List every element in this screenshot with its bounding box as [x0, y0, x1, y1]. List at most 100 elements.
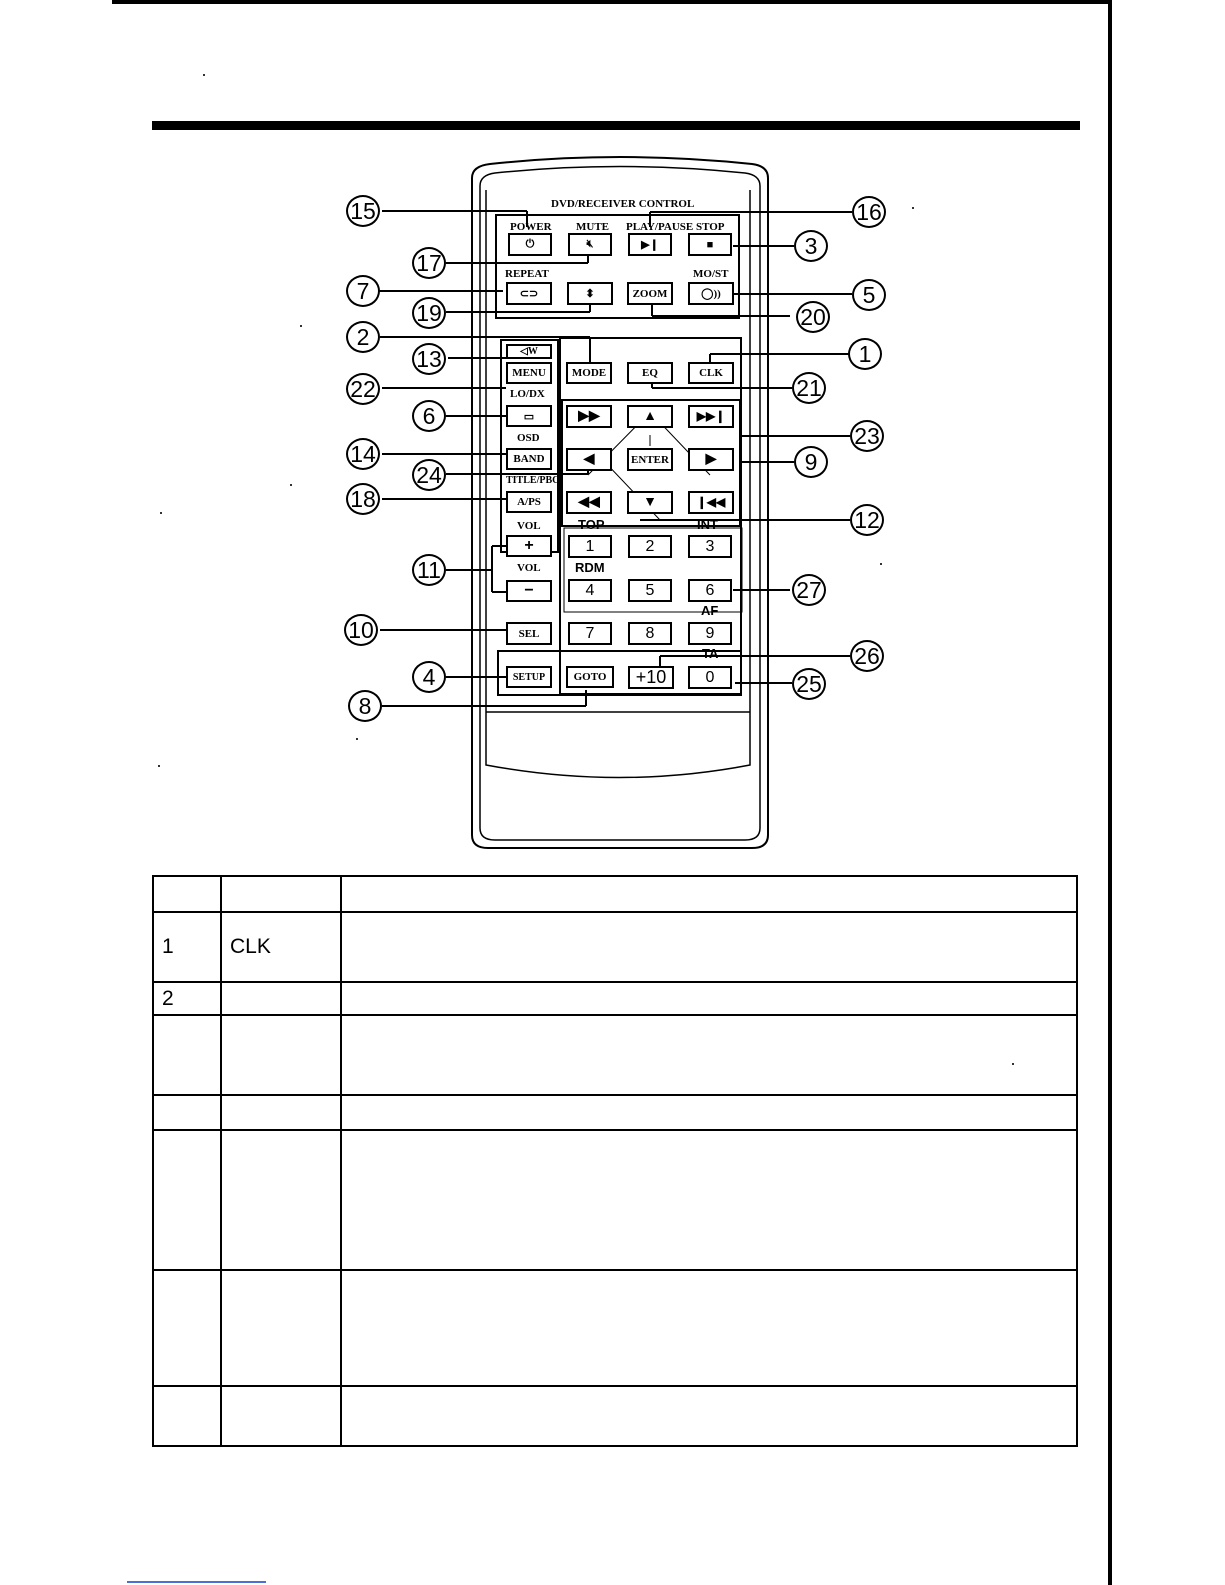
- number-4-button[interactable]: 4: [568, 579, 612, 602]
- table-cell-num: [152, 875, 222, 913]
- remote-header: DVD/RECEIVER CONTROL: [551, 198, 695, 210]
- clk-button[interactable]: CLK: [688, 362, 734, 384]
- callout-16: 16: [852, 196, 886, 228]
- repeat-button[interactable]: ⊂⊃: [506, 282, 552, 305]
- down-button[interactable]: ▼: [627, 491, 673, 514]
- mode-button[interactable]: MODE: [566, 362, 612, 384]
- number-7-button[interactable]: 7: [568, 622, 612, 645]
- volume-up-button[interactable]: +: [506, 535, 552, 557]
- table-cell-num: [152, 1269, 222, 1387]
- rdm-label: RDM: [575, 560, 605, 575]
- next-track-button[interactable]: ▶▶❙: [688, 405, 734, 428]
- int-label: INT: [697, 517, 718, 532]
- number-5-button[interactable]: 5: [628, 579, 672, 602]
- fast-forward-button[interactable]: ▶▶: [566, 405, 612, 428]
- callout-6: 6: [412, 400, 446, 432]
- table-cell-desc: [340, 1014, 1078, 1096]
- subtitle-icon: ▭: [523, 410, 535, 423]
- audio-button[interactable]: ◁W: [506, 344, 552, 359]
- stop-icon: ■: [706, 238, 714, 251]
- number-0-button[interactable]: 0: [688, 666, 732, 689]
- table-cell-name: [220, 1269, 342, 1387]
- callout-19: 19: [412, 297, 446, 329]
- table-cell-desc: [340, 1094, 1078, 1131]
- right-button[interactable]: ▶: [688, 448, 734, 471]
- table-header-row: [152, 875, 1078, 913]
- enter-button[interactable]: ENTER: [627, 448, 673, 471]
- play-pause-label: PLAY/PAUSE: [626, 221, 694, 233]
- mute-button[interactable]: 🔇︎: [568, 233, 612, 256]
- power-icon: ⏻: [525, 238, 535, 250]
- table-row: [152, 1129, 1078, 1271]
- callout-13: 13: [412, 343, 446, 375]
- mo-st-button[interactable]: ◯)): [688, 282, 734, 305]
- table-row: [152, 1094, 1078, 1131]
- previous-track-button[interactable]: ❙◀◀: [688, 491, 734, 514]
- goto-button[interactable]: GOTO: [566, 666, 614, 688]
- callout-1: 1: [848, 338, 882, 370]
- volume-down-button[interactable]: −: [506, 580, 552, 602]
- callout-10: 10: [344, 614, 378, 646]
- table-row: [152, 1014, 1078, 1096]
- callout-8: 8: [348, 690, 382, 722]
- up-button[interactable]: ▲: [627, 405, 673, 428]
- table-cell-desc: [340, 981, 1078, 1016]
- number-8-button[interactable]: 8: [628, 622, 672, 645]
- table-row: [152, 1269, 1078, 1387]
- callout-23: 23: [850, 420, 884, 452]
- osd-label: OSD: [517, 432, 540, 444]
- band-button[interactable]: BAND: [506, 448, 552, 470]
- sel-button[interactable]: SEL: [506, 622, 552, 645]
- setup-button[interactable]: SETUP: [506, 666, 552, 688]
- eq-button[interactable]: EQ: [627, 362, 673, 384]
- number-9-button[interactable]: 9: [688, 622, 732, 645]
- subtitle-button[interactable]: ▭: [506, 405, 552, 427]
- table-cell-num: 2: [152, 981, 222, 1016]
- callout-11: 11: [412, 554, 446, 586]
- rewind-button[interactable]: ◀◀: [566, 491, 612, 514]
- mo-st-label: MO/ST: [693, 268, 729, 280]
- table-cell-desc: [340, 1269, 1078, 1387]
- remote-outline-graphic: [378, 156, 852, 849]
- ta-label: TA: [702, 646, 719, 661]
- callout-22: 22: [346, 373, 380, 405]
- aps-button[interactable]: A/PS: [506, 491, 552, 513]
- menu-button[interactable]: MENU: [506, 362, 552, 384]
- up-arrow-icon: ▲: [643, 408, 657, 424]
- callout-21: 21: [792, 372, 826, 404]
- af-label: AF: [701, 603, 719, 618]
- rewind-icon: ◀◀: [578, 495, 600, 510]
- title-pbc-label: TITLE/PBC: [506, 475, 560, 486]
- up-down-icon: ⬍: [585, 288, 595, 300]
- number-6-button[interactable]: 6: [688, 579, 732, 602]
- table-cell-name: [220, 1385, 342, 1447]
- zoom-button[interactable]: ZOOM: [627, 282, 673, 305]
- number-2-button[interactable]: 2: [628, 535, 672, 558]
- table-cell-desc: [340, 911, 1078, 983]
- number-3-button[interactable]: 3: [688, 535, 732, 558]
- play-pause-button[interactable]: ▶❙: [628, 233, 672, 256]
- table-cell-desc: [340, 875, 1078, 913]
- plus-10-button[interactable]: +10: [628, 666, 674, 689]
- table-cell-name: [220, 981, 342, 1016]
- callout-14: 14: [346, 438, 380, 470]
- callout-9: 9: [794, 446, 828, 478]
- stop-button[interactable]: ■: [688, 233, 732, 256]
- function-table: 1 CLK 2: [152, 875, 1078, 1447]
- power-button[interactable]: ⏻: [508, 233, 552, 256]
- left-button[interactable]: ◀: [566, 448, 612, 471]
- table-cell-name: [220, 1094, 342, 1131]
- callout-17: 17: [412, 247, 446, 279]
- callout-2: 2: [346, 321, 380, 353]
- play-pause-icon: ▶❙: [641, 239, 659, 251]
- table-cell-desc: [340, 1385, 1078, 1447]
- callout-5: 5: [852, 279, 886, 311]
- number-1-button[interactable]: 1: [568, 535, 612, 558]
- header-rule: [152, 121, 1080, 130]
- remote-diagram: DVD/RECEIVER CONTROL POWER MUTE PLAY/PAU…: [344, 156, 886, 849]
- callout-25: 25: [792, 668, 826, 700]
- lo-dx-label: LO/DX: [510, 388, 545, 400]
- up-down-button[interactable]: ⬍: [567, 282, 613, 305]
- next-track-icon: ▶▶❙: [696, 409, 726, 423]
- table-cell-num: [152, 1385, 222, 1447]
